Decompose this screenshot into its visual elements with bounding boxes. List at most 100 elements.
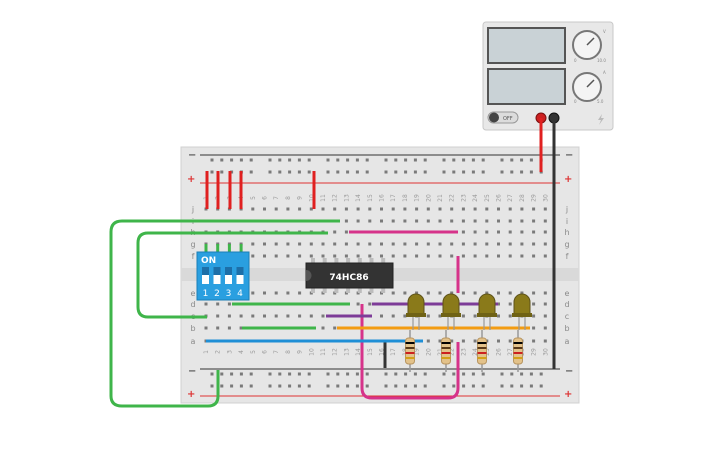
breadboard-hole[interactable] — [309, 242, 313, 246]
breadboard-hole[interactable] — [426, 219, 430, 223]
rail-hole[interactable] — [539, 372, 543, 376]
breadboard-hole[interactable] — [403, 219, 407, 223]
breadboard-hole[interactable] — [473, 254, 477, 258]
breadboard-hole[interactable] — [532, 339, 536, 343]
breadboard-hole[interactable] — [415, 207, 419, 211]
breadboard-hole[interactable] — [368, 302, 372, 306]
breadboard-hole[interactable] — [543, 339, 547, 343]
breadboard-hole[interactable] — [426, 339, 430, 343]
breadboard-hole[interactable] — [461, 219, 465, 223]
rail-hole[interactable] — [249, 384, 253, 388]
breadboard-hole[interactable] — [298, 291, 302, 295]
breadboard-hole[interactable] — [286, 207, 290, 211]
breadboard-hole[interactable] — [274, 242, 278, 246]
breadboard-hole[interactable] — [391, 242, 395, 246]
rail-hole[interactable] — [278, 158, 282, 162]
dip-toggle-lever[interactable] — [225, 267, 232, 275]
breadboard-hole[interactable] — [508, 230, 512, 234]
breadboard-hole[interactable] — [543, 207, 547, 211]
rail-hole[interactable] — [452, 170, 456, 174]
breadboard-hole[interactable] — [543, 242, 547, 246]
breadboard-hole[interactable] — [473, 207, 477, 211]
breadboard-hole[interactable] — [438, 291, 442, 295]
breadboard-hole[interactable] — [426, 242, 430, 246]
rail-hole[interactable] — [297, 372, 301, 376]
rail-hole[interactable] — [442, 170, 446, 174]
breadboard-hole[interactable] — [227, 314, 231, 318]
rail-hole[interactable] — [404, 158, 408, 162]
breadboard-hole[interactable] — [520, 242, 524, 246]
breadboard-hole[interactable] — [274, 314, 278, 318]
rail-hole[interactable] — [529, 384, 533, 388]
rail-hole[interactable] — [297, 384, 301, 388]
breadboard-hole[interactable] — [508, 291, 512, 295]
rail-hole[interactable] — [529, 158, 533, 162]
breadboard-hole[interactable] — [461, 207, 465, 211]
rail-hole[interactable] — [500, 158, 504, 162]
rail-hole[interactable] — [288, 384, 292, 388]
rail-hole[interactable] — [268, 158, 272, 162]
rail-hole[interactable] — [365, 372, 369, 376]
rail-hole[interactable] — [452, 158, 456, 162]
rail-hole[interactable] — [346, 372, 350, 376]
breadboard-hole[interactable] — [543, 291, 547, 295]
breadboard-hole[interactable] — [368, 242, 372, 246]
rail-hole[interactable] — [307, 158, 311, 162]
breadboard-hole[interactable] — [450, 207, 454, 211]
breadboard-hole[interactable] — [543, 254, 547, 258]
rail-hole[interactable] — [355, 372, 359, 376]
dip-toggle-lever[interactable] — [213, 267, 221, 275]
rail-hole[interactable] — [210, 158, 214, 162]
breadboard-hole[interactable] — [403, 314, 407, 318]
breadboard-hole[interactable] — [356, 219, 360, 223]
breadboard-hole[interactable] — [543, 230, 547, 234]
breadboard-hole[interactable] — [461, 314, 465, 318]
breadboard-hole[interactable] — [497, 242, 500, 246]
rail-hole[interactable] — [520, 158, 524, 162]
rail-hole[interactable] — [210, 372, 214, 376]
breadboard-hole[interactable] — [321, 314, 325, 318]
rail-hole[interactable] — [471, 158, 475, 162]
rail-hole[interactable] — [384, 384, 388, 388]
rail-hole[interactable] — [230, 170, 234, 174]
breadboard-hole[interactable] — [532, 207, 536, 211]
breadboard-hole[interactable] — [344, 219, 348, 223]
rail-hole[interactable] — [239, 372, 243, 376]
breadboard-hole[interactable] — [333, 254, 337, 258]
breadboard-hole[interactable] — [532, 219, 536, 223]
breadboard-hole[interactable] — [543, 219, 547, 223]
rail-hole[interactable] — [230, 372, 234, 376]
breadboard-hole[interactable] — [391, 291, 395, 295]
breadboard-hole[interactable] — [532, 314, 536, 318]
breadboard-hole[interactable] — [380, 207, 383, 211]
breadboard-hole[interactable] — [473, 230, 477, 234]
rail-hole[interactable] — [384, 170, 388, 174]
rail-hole[interactable] — [336, 170, 340, 174]
breadboard-hole[interactable] — [286, 291, 290, 295]
rail-hole[interactable] — [423, 170, 427, 174]
rail-hole[interactable] — [423, 158, 427, 162]
breadboard-hole[interactable] — [485, 230, 489, 234]
rail-hole[interactable] — [442, 158, 446, 162]
rail-hole[interactable] — [210, 384, 214, 388]
breadboard-hole[interactable] — [450, 291, 454, 295]
breadboard-hole[interactable] — [520, 219, 524, 223]
breadboard-hole[interactable] — [251, 254, 255, 258]
rail-hole[interactable] — [413, 384, 417, 388]
rail-hole[interactable] — [307, 384, 311, 388]
rail-hole[interactable] — [500, 372, 504, 376]
rail-hole[interactable] — [510, 384, 514, 388]
rail-hole[interactable] — [355, 384, 359, 388]
rail-hole[interactable] — [249, 372, 253, 376]
rail-hole[interactable] — [442, 384, 446, 388]
rail-hole[interactable] — [471, 384, 475, 388]
breadboard-hole[interactable] — [286, 254, 290, 258]
breadboard-hole[interactable] — [356, 207, 360, 211]
rail-hole[interactable] — [520, 384, 524, 388]
rail-hole[interactable] — [413, 372, 417, 376]
breadboard-hole[interactable] — [263, 207, 266, 211]
breadboard-hole[interactable] — [298, 242, 302, 246]
breadboard-hole[interactable] — [508, 207, 512, 211]
breadboard-hole[interactable] — [520, 254, 524, 258]
